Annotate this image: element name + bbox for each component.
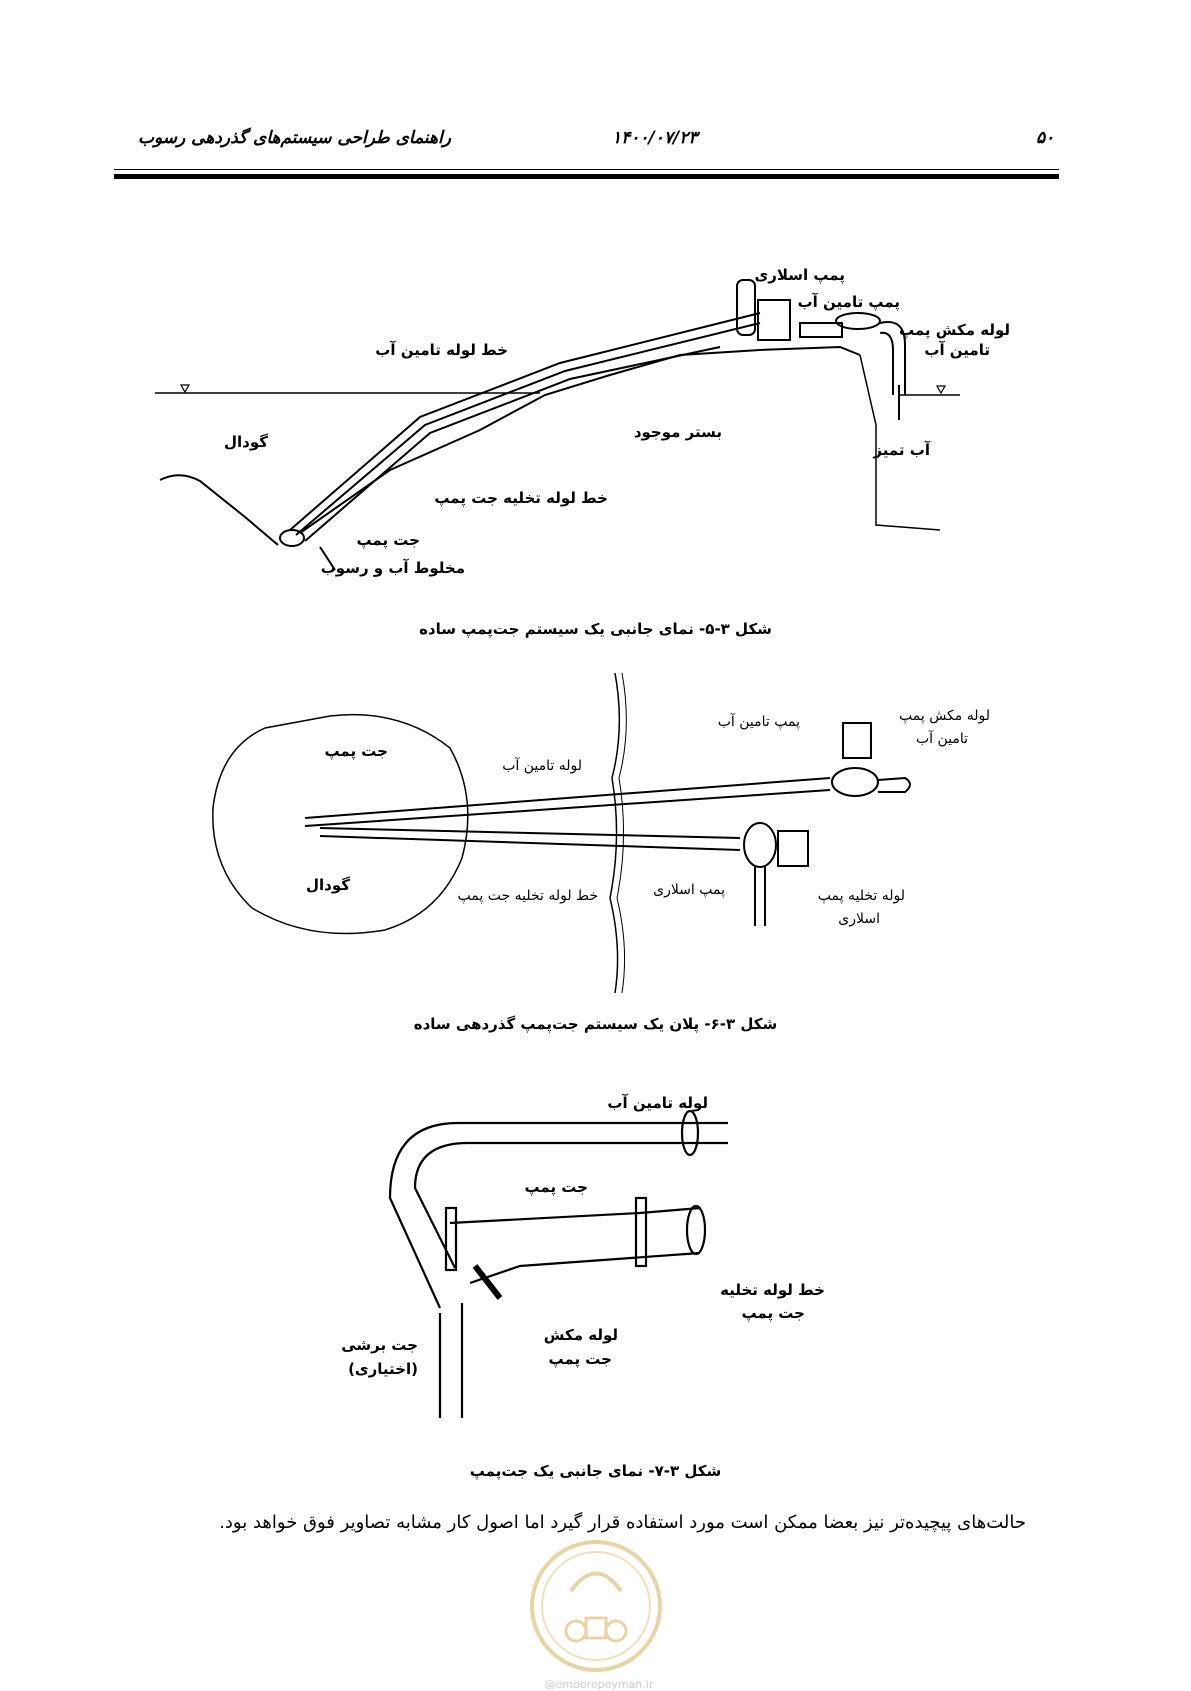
header-date: ۱۴۰۰/۰۷/۲۳: [612, 128, 698, 148]
header-title: راهنمای طراحی سیستم‌های گذردهی رسوب: [138, 128, 451, 148]
figure2-caption: شکل ۳-۶- پلان یک سیستم جت‌پمپ گذردهی ساد…: [413, 1015, 778, 1033]
label-jet-pump: جت پمپ: [357, 531, 420, 550]
plan-label-suction-line-2: تامین آب: [916, 730, 968, 747]
label-mixture: مخلوط آب و رسوب: [321, 559, 465, 577]
label-jp-optional: (اختیاری): [348, 1360, 418, 1378]
plan-label-jet-pump: جت پمپ: [325, 742, 388, 761]
plan-label-pit: گودال: [306, 876, 350, 894]
label-jp-suction: لوله مکش: [544, 1326, 618, 1344]
figure-plan-view: جت پمپ لوله تامین آب پمپ تامین آب لوله م…: [212, 672, 990, 994]
figure-side-view-system: پمپ اسلاری پمپ تامین آب لوله مکش پمپ تام…: [155, 266, 1010, 577]
figure3-caption: شکل ۳-۷- نمای جانبی یک جت‌پمپ: [469, 1462, 722, 1480]
watermark-site: @omoorepeyman.ir: [544, 1678, 654, 1691]
watermark-seal: @omoorepeyman.ir: [526, 1536, 666, 1691]
watermark-emblem: [530, 1540, 662, 1672]
page-number: ۵۰: [1036, 128, 1055, 148]
header-rule-thin: [114, 169, 1059, 170]
label-jp-discharge: خط لوله تخلیه: [720, 1281, 825, 1299]
label-suction-line-2: تامین آب: [924, 341, 990, 359]
plan-label-supply-pump: پمپ تامین آب: [718, 713, 800, 730]
label-discharge-line: خط لوله تخلیه جت پمپ: [434, 489, 608, 508]
label-jp-cutter-jet: جت برشی: [341, 1336, 418, 1354]
header-rule-thick: [114, 174, 1059, 179]
label-jp-jet-pump: جت پمپ: [525, 1178, 588, 1197]
label-suction-line: لوله مکش پمپ: [899, 321, 1010, 340]
label-jp-suction-2: جت پمپ: [549, 1350, 612, 1369]
label-booster-pump: پمپ اسلاری: [755, 266, 845, 285]
label-clean-water: آب تمیز: [872, 441, 930, 459]
plan-label-booster-discharge: لوله تخلیه پمپ: [818, 888, 905, 904]
plan-label-suction-line: لوله مکش پمپ: [899, 708, 990, 724]
label-existing-bed: بستر موجود: [634, 423, 722, 441]
plan-label-booster-discharge-2: اسلاری: [838, 911, 880, 927]
plan-label-discharge-line: خط لوله تخلیه جت پمپ: [458, 888, 598, 904]
label-supply-line: خط لوله تامین آب: [375, 341, 508, 359]
figure-jet-pump-side: لوله تامین آب جت پمپ خط لوله تخلیه جت پم…: [341, 1094, 825, 1418]
plan-label-supply-line: لوله تامین آب: [502, 757, 582, 774]
body-paragraph: حالت‌های پیچیده‌تر نیز بعضا ممکن است مور…: [219, 1512, 1026, 1533]
label-pit: گودال: [224, 433, 268, 451]
plan-label-booster-pump: پمپ اسلاری: [653, 882, 725, 898]
label-supply-pump: پمپ تامین آب: [798, 293, 900, 312]
label-jp-supply-line: لوله تامین آب: [607, 1094, 708, 1112]
label-jp-discharge-2: جت پمپ: [742, 1304, 805, 1323]
figure1-caption: شکل ۳-۵- نمای جانبی یک سیستم جت‌پمپ ساده: [419, 620, 772, 638]
